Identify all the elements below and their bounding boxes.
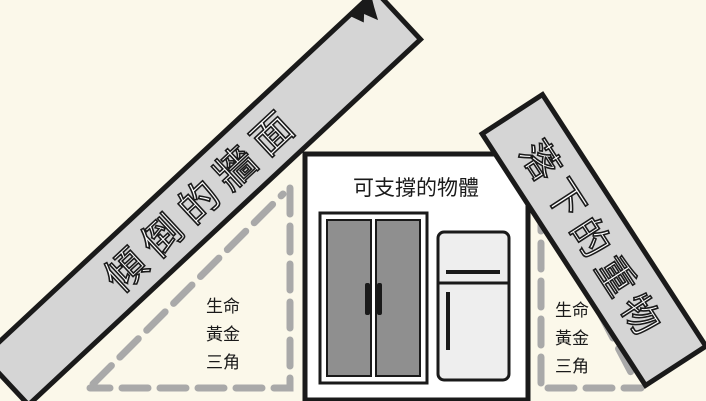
support-label: 可支撐的物體 (353, 176, 479, 200)
right-triangle-outline (537, 201, 645, 392)
right-caption-line-3: 三角 (555, 357, 589, 377)
cabinet-handle (365, 283, 370, 315)
heavy-label: 落下的重物 (511, 133, 673, 350)
left-triangle-outline (86, 184, 294, 392)
left-triangle-hypotenuse (89, 190, 287, 388)
left-caption-line-1: 生命 (206, 297, 240, 317)
cabinet (318, 211, 429, 385)
left-caption-line-3: 三角 (206, 353, 240, 373)
crack-mark (349, 0, 379, 23)
left-caption-line-2: 黃金 (206, 325, 240, 345)
right-triangle-caption: 生命 黃金 三角 (555, 301, 589, 377)
right-caption-line-1: 生命 (555, 301, 589, 321)
right-caption-line-2: 黃金 (555, 329, 589, 349)
left-triangle-caption: 生命 黃金 三角 (206, 297, 240, 373)
refrigerator (436, 230, 511, 382)
